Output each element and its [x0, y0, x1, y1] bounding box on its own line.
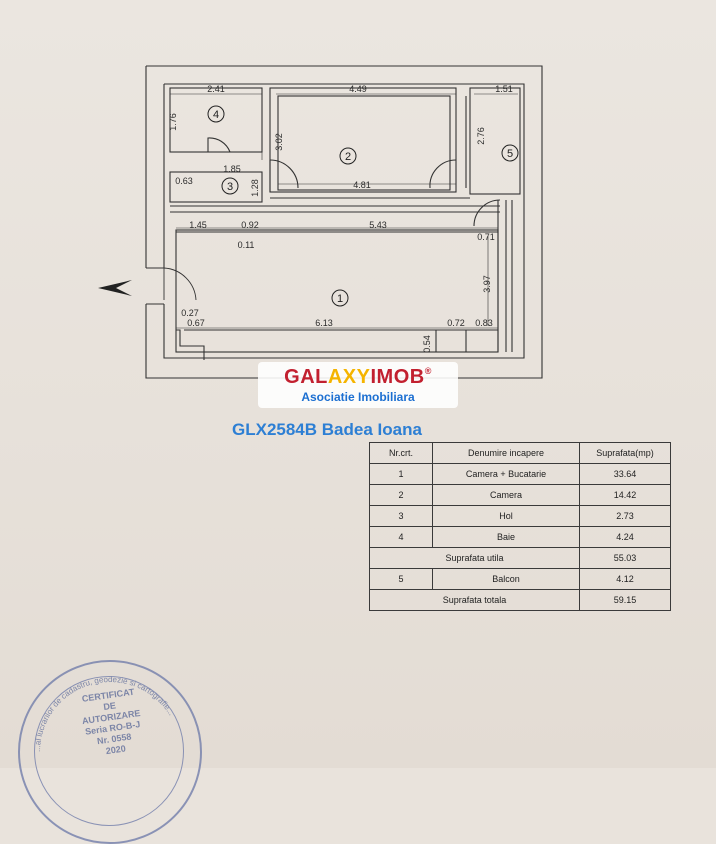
dim-label: 1.85: [223, 164, 241, 174]
column-header: Suprafata(mp): [579, 442, 671, 464]
room-4-number: 4: [213, 109, 219, 121]
listing-title: GLX2584B Badea Ioana: [232, 420, 422, 439]
total-area-row: Suprafata totala 59.15: [369, 589, 671, 611]
rooms-table: Nr.crt. Denumire incapere Suprafata(mp) …: [369, 442, 671, 611]
floor-plan: 4 2 5 3 1 2.41 4.49 1.51 1.76 3.02 2.76 …: [98, 65, 543, 379]
dim-label: 0.63: [175, 176, 193, 186]
room-1-number: 1: [337, 293, 343, 305]
room-name: Camera: [432, 484, 580, 506]
inner-wall-outline: [163, 83, 525, 359]
outer-wall-outline: [145, 65, 543, 379]
room-area: 4.24: [579, 526, 671, 548]
room-name: Hol: [432, 505, 580, 527]
logo-brand-part: AXY: [327, 366, 371, 388]
total-area-label: Suprafata totala: [369, 589, 580, 611]
dim-label: 2.41: [207, 84, 225, 94]
entrance-arrow-icon: [98, 280, 132, 296]
dim-label: 1.51: [495, 84, 513, 94]
dim-label: 2.76: [476, 127, 486, 145]
dim-label: 0.54: [422, 335, 432, 353]
registered-mark: ®: [424, 366, 432, 376]
room-name: Balcon: [432, 568, 580, 590]
room-name: Camera + Bucatarie: [432, 463, 580, 485]
room-2: [269, 87, 457, 193]
row-number: 4: [369, 526, 433, 548]
logo-subtitle: Asociatie Imobiliara: [301, 390, 415, 404]
logo-brand-part: GAL: [284, 366, 328, 388]
row-number: 3: [369, 505, 433, 527]
room-3-hall: [169, 171, 263, 203]
dim-label: 0.92: [241, 220, 259, 230]
useful-area-row: Suprafata utila 55.03: [369, 547, 671, 569]
row-number: 5: [369, 568, 433, 590]
room-area: 2.73: [579, 505, 671, 527]
authorization-stamp: ...al lucrarilor de cadastru, geodezie s…: [18, 660, 202, 844]
dim-label: 0.71: [477, 232, 495, 242]
room-3-marker: [221, 177, 239, 195]
room-3-number: 3: [227, 181, 233, 193]
dim-label: 1.76: [168, 113, 178, 131]
dim-label: 1.28: [250, 179, 260, 197]
room-2-number: 2: [345, 151, 351, 163]
dim-label: 3.97: [482, 275, 492, 293]
useful-area-value: 55.03: [579, 547, 671, 569]
dim-label: 0.83: [475, 318, 493, 328]
room-area: 33.64: [579, 463, 671, 485]
dim-label: 0.27: [181, 308, 199, 318]
room-2-marker: [339, 147, 357, 165]
dim-label: 0.72: [447, 318, 465, 328]
room-5-marker: [501, 144, 519, 162]
room-5-number: 5: [507, 148, 513, 160]
stamp-ring-text: ...al lucrarilor de cadastru, geodezie s…: [33, 675, 176, 752]
stamp-text: CERTIFICAT DE AUTORIZARE Seria RO-B-J Nr…: [66, 684, 158, 761]
dim-label: 3.02: [274, 133, 284, 151]
galaxyimob-logo: GALAXYIMOB® Asociatie Imobiliara: [258, 362, 458, 408]
dim-label: 4.49: [349, 84, 367, 94]
dim-label: 4.81: [353, 180, 371, 190]
dim-label: 0.11: [238, 240, 255, 250]
room-area: 14.42: [579, 484, 671, 506]
logo-brand: GALAXYIMOB®: [258, 366, 458, 389]
logo-brand-part: IMOB: [370, 366, 425, 388]
column-header: Nr.crt.: [369, 442, 433, 464]
row-number: 1: [369, 463, 433, 485]
total-area-value: 59.15: [579, 589, 671, 611]
table-row: 2 Camera 14.42: [369, 484, 671, 506]
dim-label: 0.67: [187, 318, 205, 328]
dim-label: 6.13: [315, 318, 333, 328]
room-4-marker: [207, 105, 225, 123]
table-row: 4 Baie 4.24: [369, 526, 671, 548]
table-row: 5 Balcon 4.12: [369, 568, 671, 590]
table-row: 3 Hol 2.73: [369, 505, 671, 527]
room-1-marker: [331, 289, 349, 307]
table-header-row: Nr.crt. Denumire incapere Suprafata(mp): [369, 442, 671, 464]
table-row: 1 Camera + Bucatarie 33.64: [369, 463, 671, 485]
column-header: Denumire incapere: [432, 442, 580, 464]
room-name: Baie: [432, 526, 580, 548]
room-5-balcony: [469, 87, 521, 195]
dim-label: 5.43: [369, 220, 387, 230]
dim-label: 1.45: [189, 220, 207, 230]
row-number: 2: [369, 484, 433, 506]
room-area: 4.12: [579, 568, 671, 590]
useful-area-label: Suprafata utila: [369, 547, 580, 569]
